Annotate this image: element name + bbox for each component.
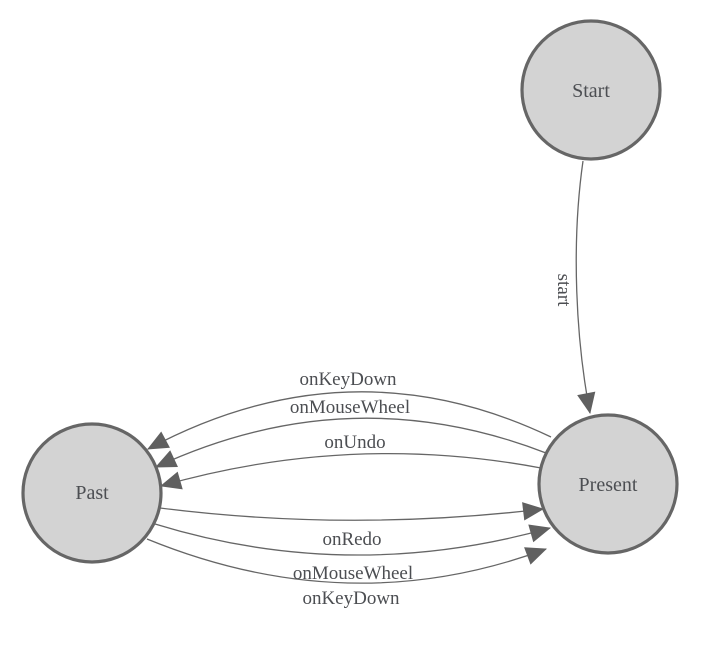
edge-label-onredo: onRedo — [322, 529, 381, 550]
edge-past-to-present-onredo — [159, 502, 545, 521]
edge-past-to-present-onkeydown — [146, 538, 547, 584]
edge-present-to-past-onundo — [159, 452, 542, 490]
edge-label-onkeydown-top: onKeyDown — [299, 369, 397, 390]
node-start-circle — [520, 19, 662, 161]
edge-label-onmousewheel-top: onMouseWheel — [290, 397, 410, 418]
node-present-circle — [537, 413, 679, 555]
node-present-label: Present — [579, 474, 638, 496]
node-past-label: Past — [75, 482, 109, 504]
edge-present-to-past-onmousewheel — [155, 417, 547, 468]
edge-label-onundo: onUndo — [324, 432, 385, 453]
node-start-label: Start — [572, 80, 610, 102]
edge-present-to-past-onkeydown — [147, 391, 552, 450]
edge-label-onmousewheel-bottom: onMouseWheel — [293, 563, 413, 584]
edge-label-start: start — [553, 274, 574, 307]
node-past-circle — [21, 422, 163, 564]
node-present: Present — [537, 413, 679, 555]
edge-start-to-present — [575, 160, 596, 415]
edges — [146, 160, 596, 584]
edge-label-onkeydown-bottom: onKeyDown — [302, 588, 400, 609]
edge-labels: start onKeyDown onMouseWheel onUndo onRe… — [290, 274, 574, 609]
edge-past-to-present-onmousewheel — [154, 523, 552, 556]
node-start: Start — [520, 19, 662, 161]
node-past: Past — [21, 422, 163, 564]
